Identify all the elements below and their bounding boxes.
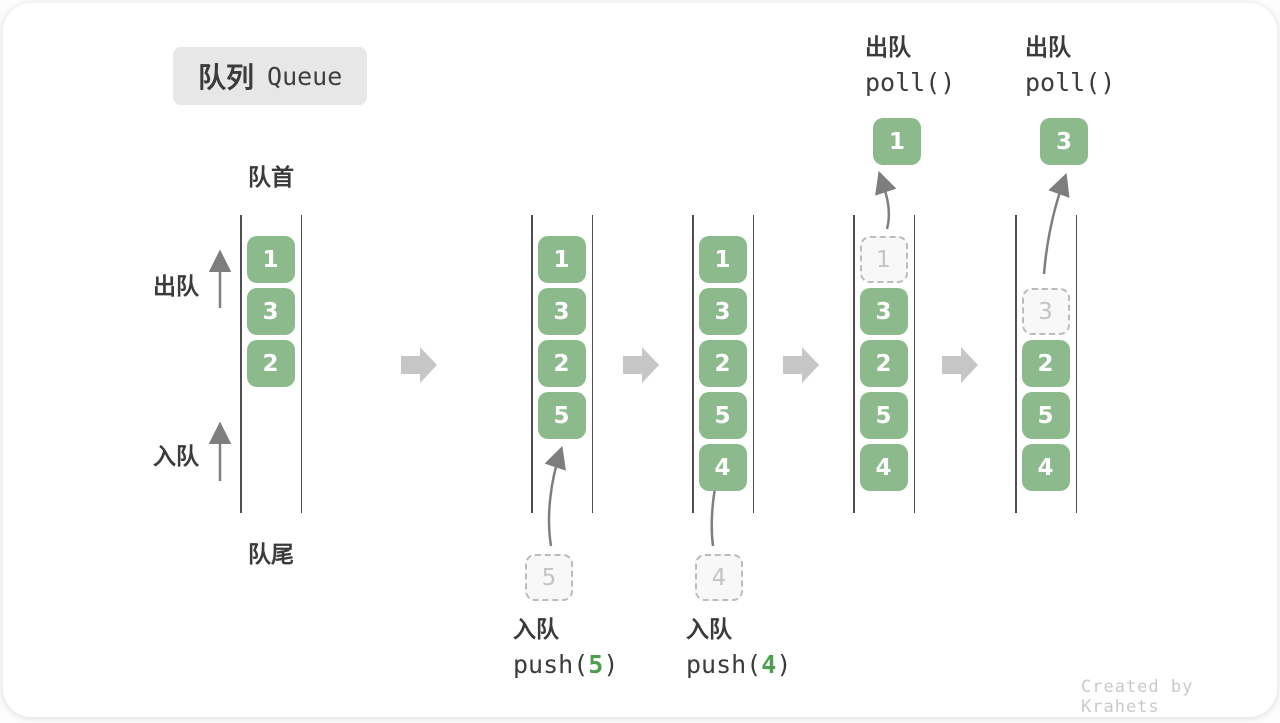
queue-cell: 5 [859,392,908,439]
queue-cell: 5 [698,392,747,439]
op-push-4-code: push(4) [686,650,791,679]
step-arrow-3 [783,347,819,383]
queue-cell: 5 [537,392,586,439]
queue-cell: 1 [537,236,586,283]
op-poll-1: 出队 poll() [865,33,955,97]
op-push-4: 入队 push(4) [686,615,791,679]
code-text: push( [513,650,589,679]
queue-cell: 5 [1021,392,1070,439]
queue-cell: 3 [537,288,586,335]
queue-wall-left [853,215,855,513]
enqueue-label: 入队 [153,443,199,469]
popped-cell-1: 1 [873,118,921,165]
queue-wall-left [531,215,533,513]
op-push-4-label: 入队 [686,616,732,642]
queue-wall-right [1075,215,1077,513]
queue-wall-right [300,215,302,513]
queue-cell: 4 [859,444,908,491]
removed-cell-3: 3 [1021,288,1070,335]
op-poll-1-label: 出队 [865,34,911,60]
queue-cell: 4 [698,444,747,491]
code-text: ) [776,650,792,679]
title-zh: 队列 [198,62,255,93]
op-poll-2-code: poll() [1025,68,1116,97]
queue-cell: 3 [859,288,908,335]
queue-wall-right [913,215,915,513]
queue-rear-label: 队尾 [248,541,294,567]
queue-wall-right [591,215,593,513]
step-arrow-2 [623,347,659,383]
queue-cell: 4 [1021,444,1070,491]
queue-front-label: 队首 [248,164,294,190]
arrows-layer [208,170,1070,547]
queue-cell: 2 [698,340,747,387]
queue-cell: 1 [698,236,747,283]
queue-cell: 2 [859,340,908,387]
queue-cell: 1 [246,236,295,283]
queue-cell: 3 [246,288,295,335]
code-arg: 4 [761,650,777,679]
popped-cell-3: 3 [1040,118,1088,165]
incoming-cell-5: 5 [525,554,573,601]
op-push-5-code: push(5) [513,650,618,679]
op-poll-2: 出队 poll() [1025,33,1115,97]
op-push-5: 入队 push(5) [513,615,618,679]
title-en: Queue [267,61,343,91]
queue-cell: 2 [537,340,586,387]
op-push-5-label: 入队 [513,616,559,642]
dequeue-label: 出队 [153,273,199,299]
incoming-cell-4: 4 [695,554,743,601]
queue-wall-left [1015,215,1017,513]
queue-state-3: 1 3 2 5 4 [692,215,754,513]
queue-state-5: 3 2 5 4 [1015,215,1077,513]
code-arg: 5 [588,650,604,679]
step-arrow-1 [401,347,437,383]
queue-wall-left [240,215,242,513]
watermark: Created by Krahets [1081,677,1194,717]
code-text: ) [603,650,619,679]
figure-card: 队列 Queue 队首 队尾 出队 入队 1 3 2 1 3 2 5 5 1 3… [3,3,1277,717]
queue-cell: 2 [1021,340,1070,387]
queue-state-4: 1 3 2 5 4 [853,215,915,513]
queue-cell: 2 [246,340,295,387]
queue-cell: 3 [698,288,747,335]
op-poll-2-label: 出队 [1025,34,1071,60]
queue-state-1: 1 3 2 [240,215,302,513]
queue-wall-right [752,215,754,513]
removed-cell-1: 1 [859,236,908,283]
title-badge: 队列 Queue [173,47,368,105]
queue-wall-left [692,215,694,513]
step-arrow-4 [942,347,978,383]
queue-state-2: 1 3 2 5 [531,215,593,513]
op-poll-1-code: poll() [865,68,956,97]
code-text: push( [686,650,762,679]
